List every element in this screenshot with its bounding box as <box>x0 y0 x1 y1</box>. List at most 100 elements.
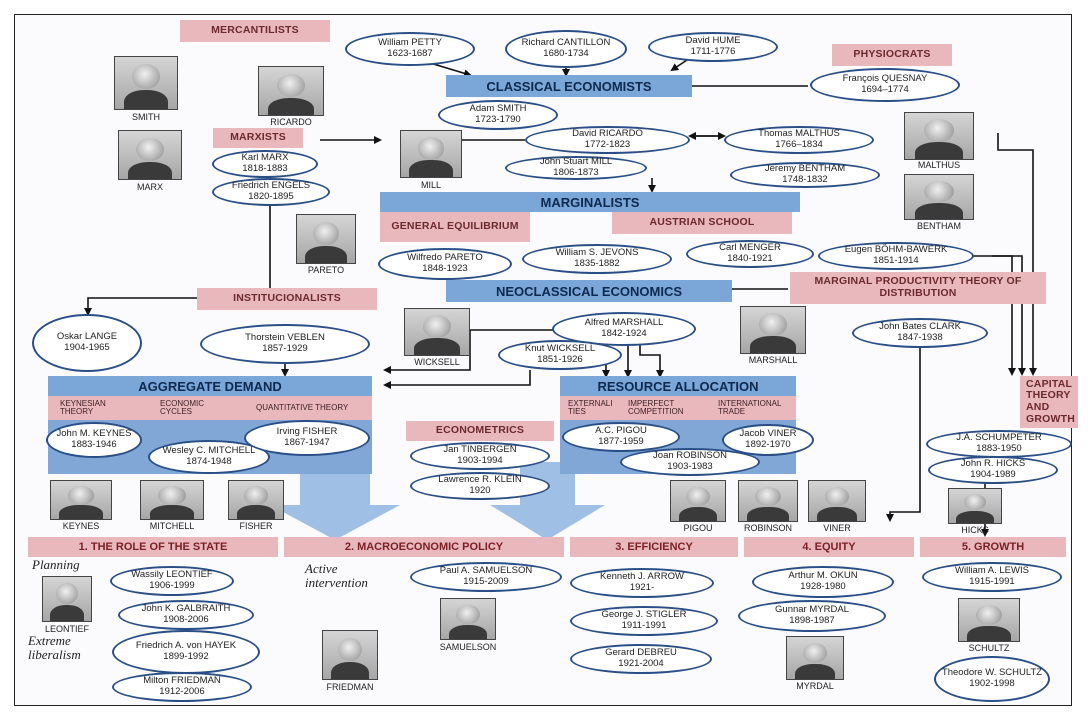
note-active-intervention: Active intervention <box>305 561 368 590</box>
portrait-label-bentham: BENTHAM <box>916 221 961 231</box>
line-marshall-ad <box>383 329 555 374</box>
portrait-pareto <box>296 214 356 264</box>
portrait-label-pareto: PARETO <box>307 265 345 275</box>
portrait-schultz <box>958 598 1020 642</box>
line-malthus-capital <box>997 133 1037 376</box>
header-austrian-school: AUSTRIAN SCHOOL <box>612 212 792 234</box>
portrait-label-friedman: FRIEDMAN <box>326 682 374 692</box>
portrait-label-mitchell: MITCHELL <box>149 521 195 531</box>
portrait-marshall <box>740 306 806 354</box>
portrait-label-samuelson: SAMUELSON <box>439 642 497 652</box>
line-engels-lange <box>84 198 271 316</box>
portrait-wicksell <box>404 308 470 356</box>
portrait-label-myrdal: MYRDAL <box>796 681 834 691</box>
note-extreme-liberalism: Extreme liberalism <box>28 633 81 662</box>
portrait-label-marx: MARX <box>136 182 163 192</box>
portrait-mill <box>400 130 462 178</box>
portrait-pigou <box>670 480 726 522</box>
portrait-label-malthus: MALTHUS <box>917 160 961 170</box>
portrait-label-pigou: PIGOU <box>683 523 713 533</box>
portrait-label-ricardo: RICARDO <box>270 117 312 127</box>
line-wicksell-ad <box>383 370 531 389</box>
portrait-label-smith: SMITH <box>132 112 160 122</box>
portrait-label-fisher: FISHER <box>239 521 273 531</box>
portrait-viner <box>808 480 866 522</box>
resource-allocation-subbar <box>560 396 796 420</box>
portrait-label-marshall: MARSHALL <box>748 355 798 365</box>
subheader-international: INTERNATIONAL TRADE <box>718 398 782 416</box>
portrait-label-schultz: SCHULTZ <box>968 643 1010 653</box>
portrait-keynes <box>50 480 112 520</box>
portrait-label-leontief: LEONTIEF <box>44 624 89 634</box>
header-institucionalists: INSTITUCIONALISTS <box>197 288 377 310</box>
header-econometrics: ECONOMETRICS <box>406 421 554 441</box>
portrait-fisher <box>228 480 284 520</box>
portrait-robinson <box>738 480 798 522</box>
portrait-ricardo <box>258 66 324 116</box>
header-aggregate-demand: AGGREGATE DEMAND <box>48 376 372 396</box>
aggregate-demand-subbar <box>48 396 372 420</box>
portrait-label-robinson: ROBINSON <box>743 523 792 533</box>
header-mercantilists: MERCANTILISTS <box>180 20 330 42</box>
header-marginalists: MARGINALISTS <box>380 192 800 212</box>
portrait-marx <box>118 130 182 180</box>
header-marginal-productivity: MARGINAL PRODUCTIVITY THEORY OF DISTRIBU… <box>790 272 1046 304</box>
portrait-label-keynes: KEYNES <box>62 521 100 531</box>
portrait-label-mill: MILL <box>420 180 441 190</box>
portrait-mitchell <box>140 480 204 520</box>
header-physiocrats: PHYSIOCRATS <box>832 44 952 66</box>
portrait-smith <box>114 56 178 110</box>
section-equity: 4. EQUITY <box>744 537 914 557</box>
flow-arrow-left <box>270 462 400 540</box>
portrait-label-hicks: HICKS <box>961 525 989 535</box>
portrait-friedman <box>322 630 378 680</box>
portrait-label-wicksell: WICKSELL <box>414 357 460 367</box>
note-planning: Planning <box>32 557 80 572</box>
portrait-leontief <box>42 576 92 622</box>
flow-arrow-right <box>490 462 605 540</box>
header-capital-theory: CAPITAL THEORY AND GROWTH <box>1020 376 1078 428</box>
line-marshall-ra2 <box>639 340 664 378</box>
line-clark-equity <box>886 342 921 522</box>
portrait-hicks <box>948 488 1002 524</box>
header-classical-economists: CLASSICAL ECONOMISTS <box>446 75 692 97</box>
section-growth: 5. GROWTH <box>920 537 1066 557</box>
subheader-economic-cycles: ECONOMIC CYCLES <box>160 398 204 416</box>
subheader-externalities: EXTERNALI TIES <box>568 398 613 416</box>
subheader-keynesian: KEYNESIAN THEORY <box>60 398 106 416</box>
section-role-of-state: 1. THE ROLE OF THE STATE <box>28 537 278 557</box>
